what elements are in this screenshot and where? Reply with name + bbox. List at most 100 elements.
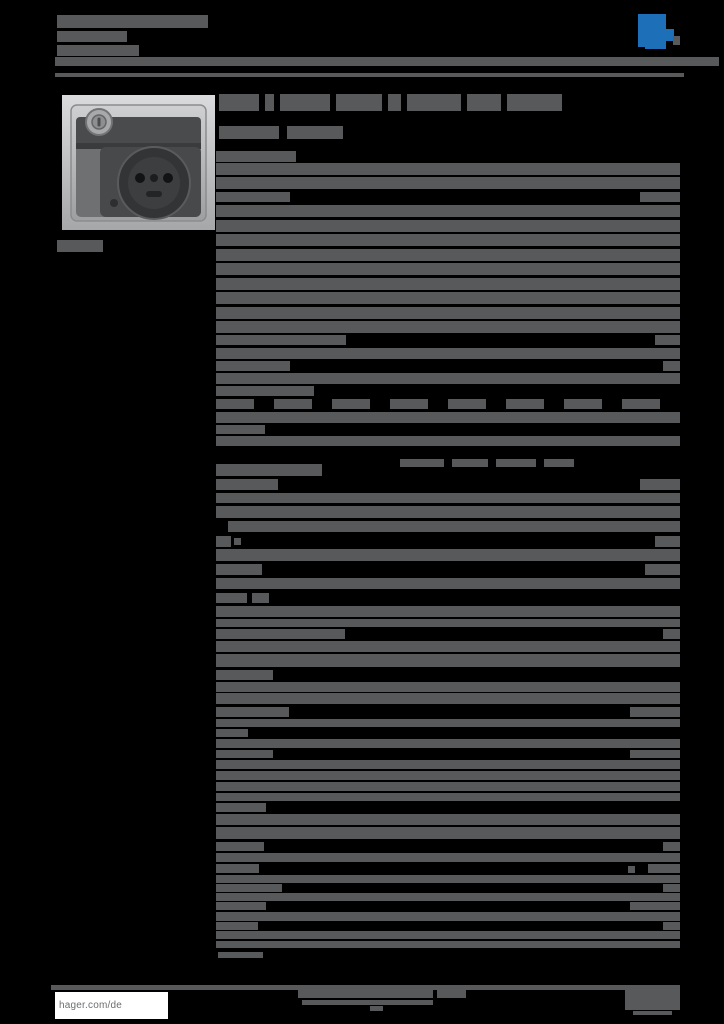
- redacted-spec-line: [216, 641, 680, 652]
- redacted-spec-line: [496, 459, 536, 467]
- redacted-spec-line: [655, 536, 680, 547]
- redacted-reference-line: [57, 45, 139, 56]
- redacted-spec-line: [630, 750, 680, 758]
- redacted-text-line: [216, 399, 254, 409]
- redacted-spec-line: [216, 782, 680, 791]
- redacted-spec-line: [216, 922, 258, 930]
- redacted-text-line: [448, 399, 486, 409]
- redacted-spec-line: [216, 739, 680, 748]
- hager-logo-mark: [638, 14, 666, 47]
- keyhole: [97, 117, 101, 127]
- redacted-spec-line: [216, 842, 264, 851]
- redacted-spec-line: [663, 922, 680, 930]
- redacted-text-line: [640, 192, 680, 202]
- redacted-spec-line: [544, 459, 574, 467]
- redacted-text-line: [216, 361, 290, 371]
- redacted-text-line: [216, 321, 680, 333]
- redacted-text-line: [274, 399, 312, 409]
- redacted-spec-line: [216, 654, 680, 667]
- redacted-text-line: [216, 263, 680, 275]
- lid-edge: [76, 143, 201, 149]
- footer-website-link[interactable]: hager.com/de: [59, 1000, 122, 1011]
- redacted-spec-line: [216, 771, 680, 780]
- redacted-footer-line: [298, 990, 433, 998]
- redacted-title-word: [336, 94, 382, 111]
- redacted-text-line: [216, 373, 680, 384]
- redacted-text-line: [506, 399, 544, 409]
- redacted-text-line: [216, 278, 680, 290]
- redacted-title-word: [407, 94, 461, 111]
- redacted-spec-line: [216, 803, 266, 812]
- divider-rule: [51, 985, 680, 990]
- redacted-spec-line: [216, 464, 322, 476]
- redacted-spec-line: [628, 866, 635, 873]
- redacted-spec-line: [216, 875, 680, 883]
- redacted-spec-line: [452, 459, 488, 467]
- screw: [110, 199, 118, 207]
- redacted-spec-line: [252, 593, 269, 603]
- redacted-spec-line: [216, 931, 680, 939]
- redacted-text-line: [216, 386, 314, 396]
- redacted-spec-line: [663, 884, 680, 892]
- redacted-footer-line: [302, 1000, 433, 1005]
- redacted-text-line: [216, 348, 680, 359]
- redacted-spec-line: [216, 506, 680, 518]
- footer-website-box: hager.com/de: [55, 992, 168, 1019]
- redacted-text-line: [216, 307, 680, 319]
- redacted-subtitle-word: [287, 126, 343, 139]
- redacted-spec-line: [216, 853, 680, 862]
- redacted-spec-line: [630, 707, 680, 717]
- redacted-spec-line: [663, 842, 680, 851]
- redacted-text-line: [216, 205, 680, 217]
- redacted-spec-line: [216, 536, 231, 547]
- redacted-text-line: [216, 412, 680, 423]
- redacted-spec-line: [216, 549, 680, 561]
- redacted-text-line: [216, 192, 290, 202]
- redacted-subtitle-word: [219, 126, 279, 139]
- redacted-text-line: [332, 399, 370, 409]
- redacted-text-line: [216, 220, 680, 232]
- redacted-spec-line: [216, 670, 273, 680]
- redacted-text-line: [216, 177, 680, 189]
- redacted-spec-line: [216, 729, 248, 737]
- redacted-spec-line: [216, 682, 680, 692]
- socket-face: [128, 157, 180, 209]
- redacted-title-word: [219, 94, 259, 111]
- redacted-title-word: [507, 94, 562, 111]
- hager-logo-mark: [645, 44, 666, 49]
- redacted-reference-line: [57, 31, 127, 42]
- redacted-text-line: [216, 335, 346, 345]
- redacted-text-line: [216, 234, 680, 246]
- redacted-spec-line: [216, 693, 680, 704]
- footer-brand-mark: [633, 1011, 672, 1015]
- redacted-text-line: [216, 151, 296, 162]
- redacted-spec-line: [216, 884, 282, 892]
- product-photo: [62, 95, 215, 230]
- redacted-spec-line: [216, 750, 273, 758]
- redacted-spec-line: [400, 459, 444, 467]
- redacted-spec-line: [216, 719, 680, 727]
- divider-rule: [55, 57, 719, 66]
- socket-hole-right: [163, 173, 173, 183]
- redacted-text-line: [390, 399, 428, 409]
- redacted-title-word: [280, 94, 330, 111]
- redacted-title-word: [388, 94, 401, 111]
- hager-logo-mark: [664, 29, 674, 41]
- redacted-spec-line: [216, 864, 259, 873]
- redacted-footer-line: [437, 988, 466, 998]
- redacted-spec-line: [228, 521, 680, 532]
- redacted-spec-line: [216, 827, 680, 839]
- footer-brand-mark: [625, 988, 680, 1010]
- redacted-spec-line: [216, 707, 289, 717]
- redacted-spec-line: [216, 619, 680, 627]
